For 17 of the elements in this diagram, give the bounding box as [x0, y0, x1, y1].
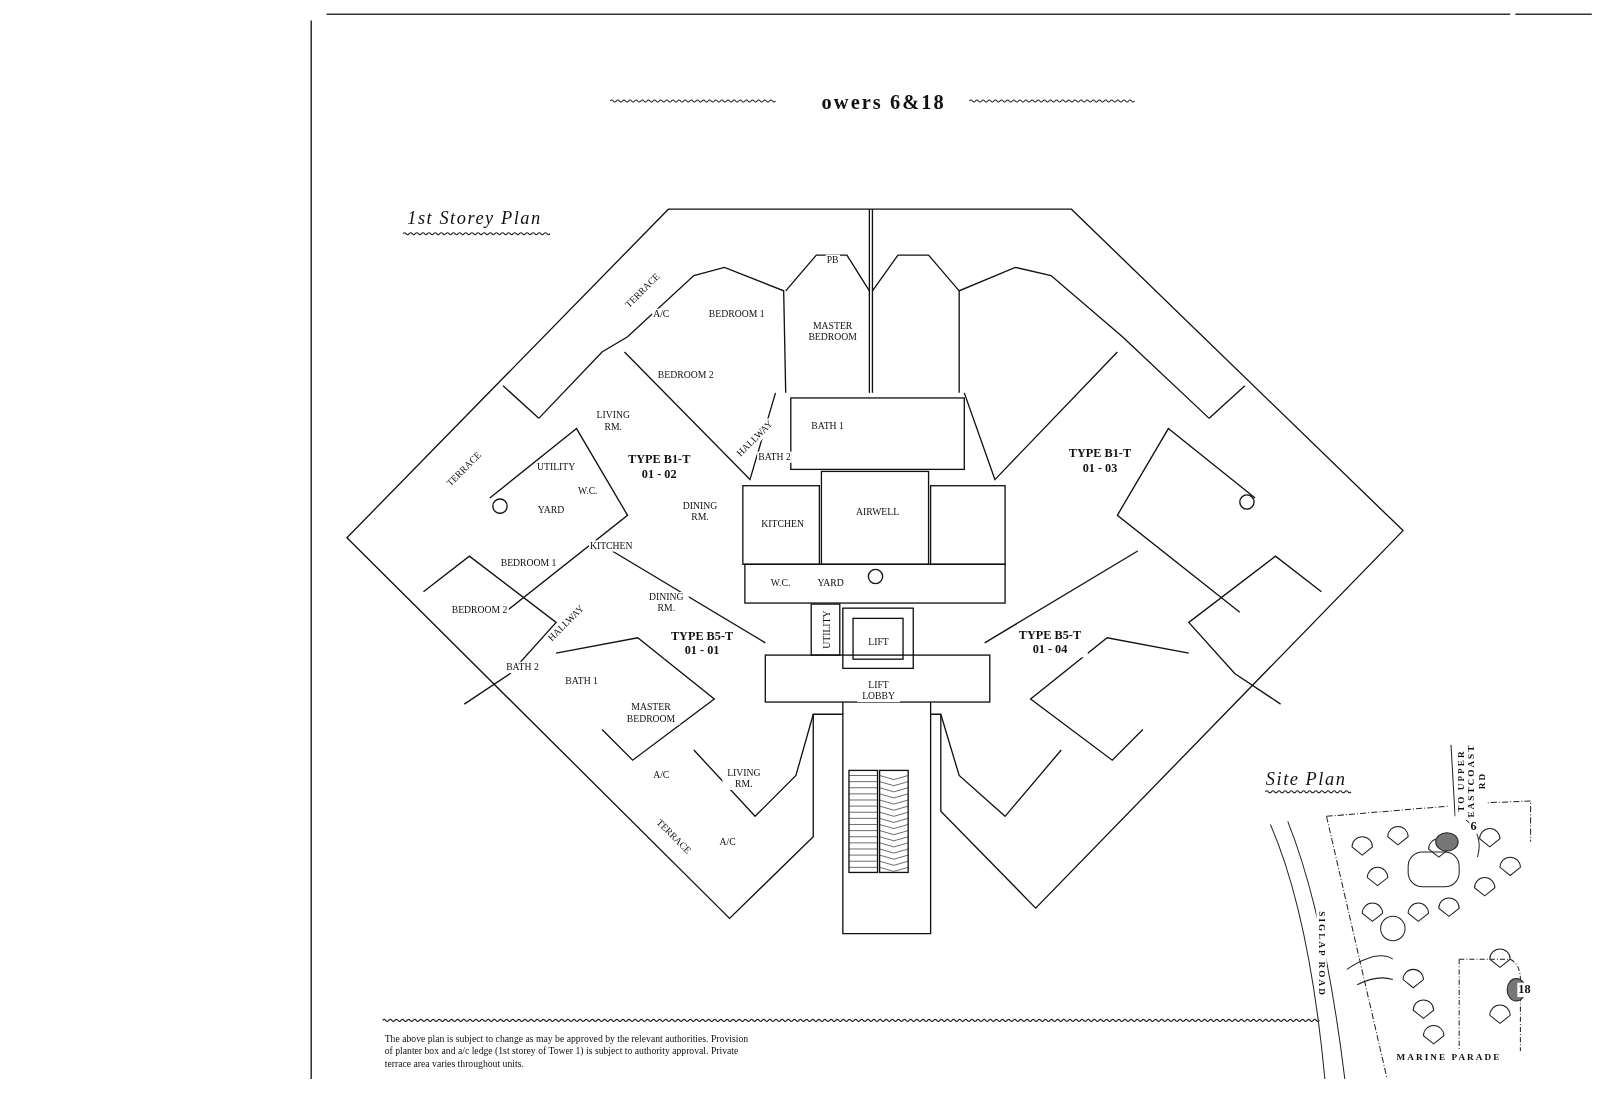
- room-label: UTILITY: [536, 461, 577, 473]
- plan-heading: 1st Storey Plan: [406, 207, 543, 229]
- room-label: LIFT LOBBY: [857, 679, 900, 702]
- tower-number: 6: [1469, 819, 1478, 834]
- room-label: PB: [825, 254, 840, 266]
- room-label: A/C: [652, 308, 671, 320]
- room-label: BEDROOM 1: [707, 308, 766, 320]
- room-label: AIRWELL: [855, 506, 901, 518]
- room-label: KITCHEN: [588, 540, 634, 552]
- room-label: YARD: [536, 504, 566, 516]
- road-label: SIGLAP ROAD: [1316, 910, 1327, 998]
- room-label: BEDROOM 1: [499, 557, 558, 569]
- plan-heading: Site Plan: [1264, 769, 1348, 791]
- note: The above plan is subject to change as may be approved by the relevant authorities. Provision of planter box and a/c ledge (1st storey of Tower 1) is subject to authority approval. Private terrace area varies throughout units.: [384, 1032, 750, 1071]
- tower-number: 18: [1517, 982, 1532, 997]
- room-label: BEDROOM 2: [450, 604, 509, 616]
- room-label: BATH 2: [505, 661, 540, 673]
